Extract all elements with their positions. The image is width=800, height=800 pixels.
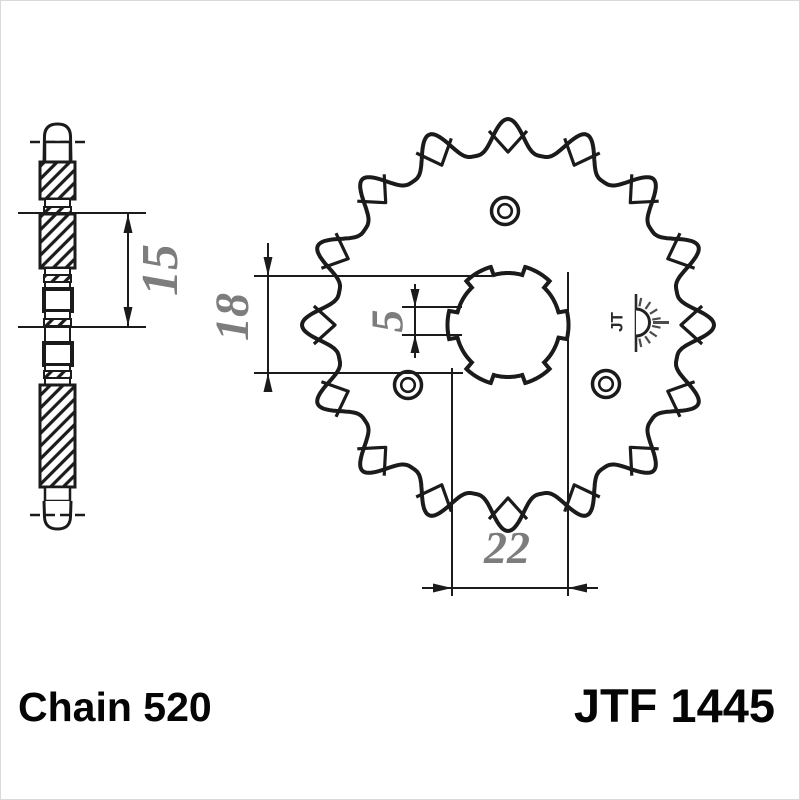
hole-inner: [399, 376, 417, 394]
side-band: [44, 325, 71, 344]
dim15-value: 15: [132, 244, 189, 296]
side-hatch-block-c: [38, 383, 77, 489]
dim22-arrow-left: [433, 583, 452, 593]
side-hatch-block-a: [38, 160, 77, 201]
sun-ray: [649, 330, 658, 338]
side-thin-hatch: [43, 318, 72, 327]
sun-ray: [652, 317, 661, 321]
side-band: [44, 198, 71, 208]
sun-ray: [649, 308, 658, 315]
side-bolt-block-lower: [42, 341, 74, 367]
sun-ray: [638, 297, 643, 307]
dim18-arrow-bottom: [263, 373, 273, 392]
sun-rays-icon: [638, 297, 669, 348]
rising-sun-icon: [635, 307, 651, 338]
dim5-arrow-top: [410, 289, 420, 307]
side-bolt-block-upper: [42, 287, 74, 313]
dim15-arrow-down: [123, 307, 133, 326]
side-neck-bottom: [43, 485, 72, 503]
sun-ray: [651, 324, 661, 329]
dim18-arrow-top: [263, 257, 273, 276]
side-thin-hatch: [43, 274, 72, 283]
dim5-value: 5: [362, 310, 413, 333]
hole-inner: [496, 202, 514, 220]
dimension-18: 18: [206, 243, 492, 392]
side-thin-hatch: [43, 370, 72, 379]
dimension-5: 5: [362, 284, 462, 358]
splined-bore: [445, 264, 571, 386]
tooth-tip-facets: [312, 129, 704, 521]
side-section-view: [30, 122, 86, 531]
side-band: [44, 267, 71, 276]
sun-ray: [644, 301, 652, 310]
part-number-label: JTF 1445: [574, 679, 775, 732]
dim5-arrow-bottom: [410, 335, 420, 353]
side-neck-top: [43, 140, 72, 164]
dim22-arrow-right: [568, 583, 587, 593]
lightening-hole-right: [590, 368, 622, 400]
hole-inner: [597, 375, 615, 393]
dimension-15: 15: [18, 212, 189, 328]
dimension-22: 22: [422, 272, 598, 596]
lightening-hole-left: [392, 369, 424, 401]
side-hatch-block-b: [38, 212, 77, 270]
lightening-hole-top: [489, 195, 521, 227]
dim15-arrow-up: [123, 214, 133, 233]
chain-size-label: Chain 520: [18, 684, 212, 730]
dim18-value: 18: [206, 293, 259, 341]
side-band: [44, 310, 71, 320]
jt-brand-stamp: JT: [607, 294, 669, 352]
sprocket-front-view: JT: [299, 116, 717, 534]
dim22-value: 22: [483, 522, 530, 573]
side-bottom-cap: [42, 500, 73, 531]
logo-text: JT: [607, 311, 626, 331]
sun-ray: [638, 338, 643, 348]
sun-ray: [644, 335, 651, 344]
